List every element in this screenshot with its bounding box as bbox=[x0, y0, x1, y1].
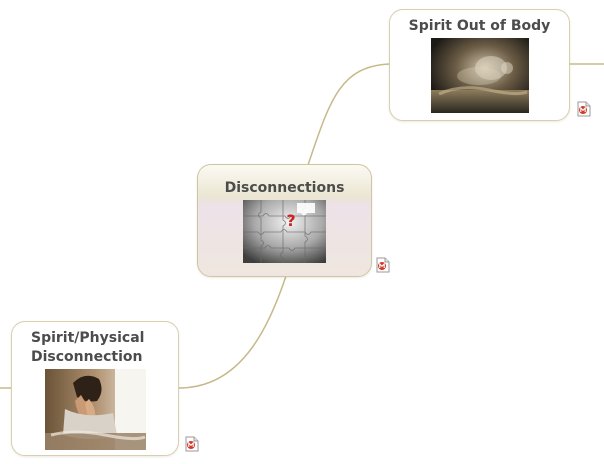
topic-title-spirit-out-of-body: Spirit Out of Body bbox=[408, 18, 551, 34]
topic-node-spirit-physical-disconnection[interactable]: Spirit/Physical Disconnection bbox=[11, 321, 179, 456]
topic-node-spirit-out-of-body[interactable]: Spirit Out of Body bbox=[389, 9, 570, 121]
svg-text:?: ? bbox=[286, 211, 295, 230]
topic-title-spirit-physical-disconnection: Spirit/Physical Disconnection bbox=[31, 330, 145, 365]
puzzle-question-image: ? bbox=[243, 200, 326, 263]
praying-person-image bbox=[45, 369, 146, 450]
central-topic-title: Disconnections bbox=[224, 180, 345, 196]
connector-central-to-top bbox=[307, 63, 391, 166]
mindmap-note-icon[interactable] bbox=[185, 436, 199, 452]
spirit-rising-image bbox=[431, 38, 529, 113]
mindmap-note-icon[interactable] bbox=[577, 101, 591, 117]
mindmap-note-icon[interactable] bbox=[376, 257, 390, 273]
central-topic-node[interactable]: Disconnections bbox=[197, 164, 372, 277]
connector-central-to-bottom bbox=[178, 275, 287, 389]
